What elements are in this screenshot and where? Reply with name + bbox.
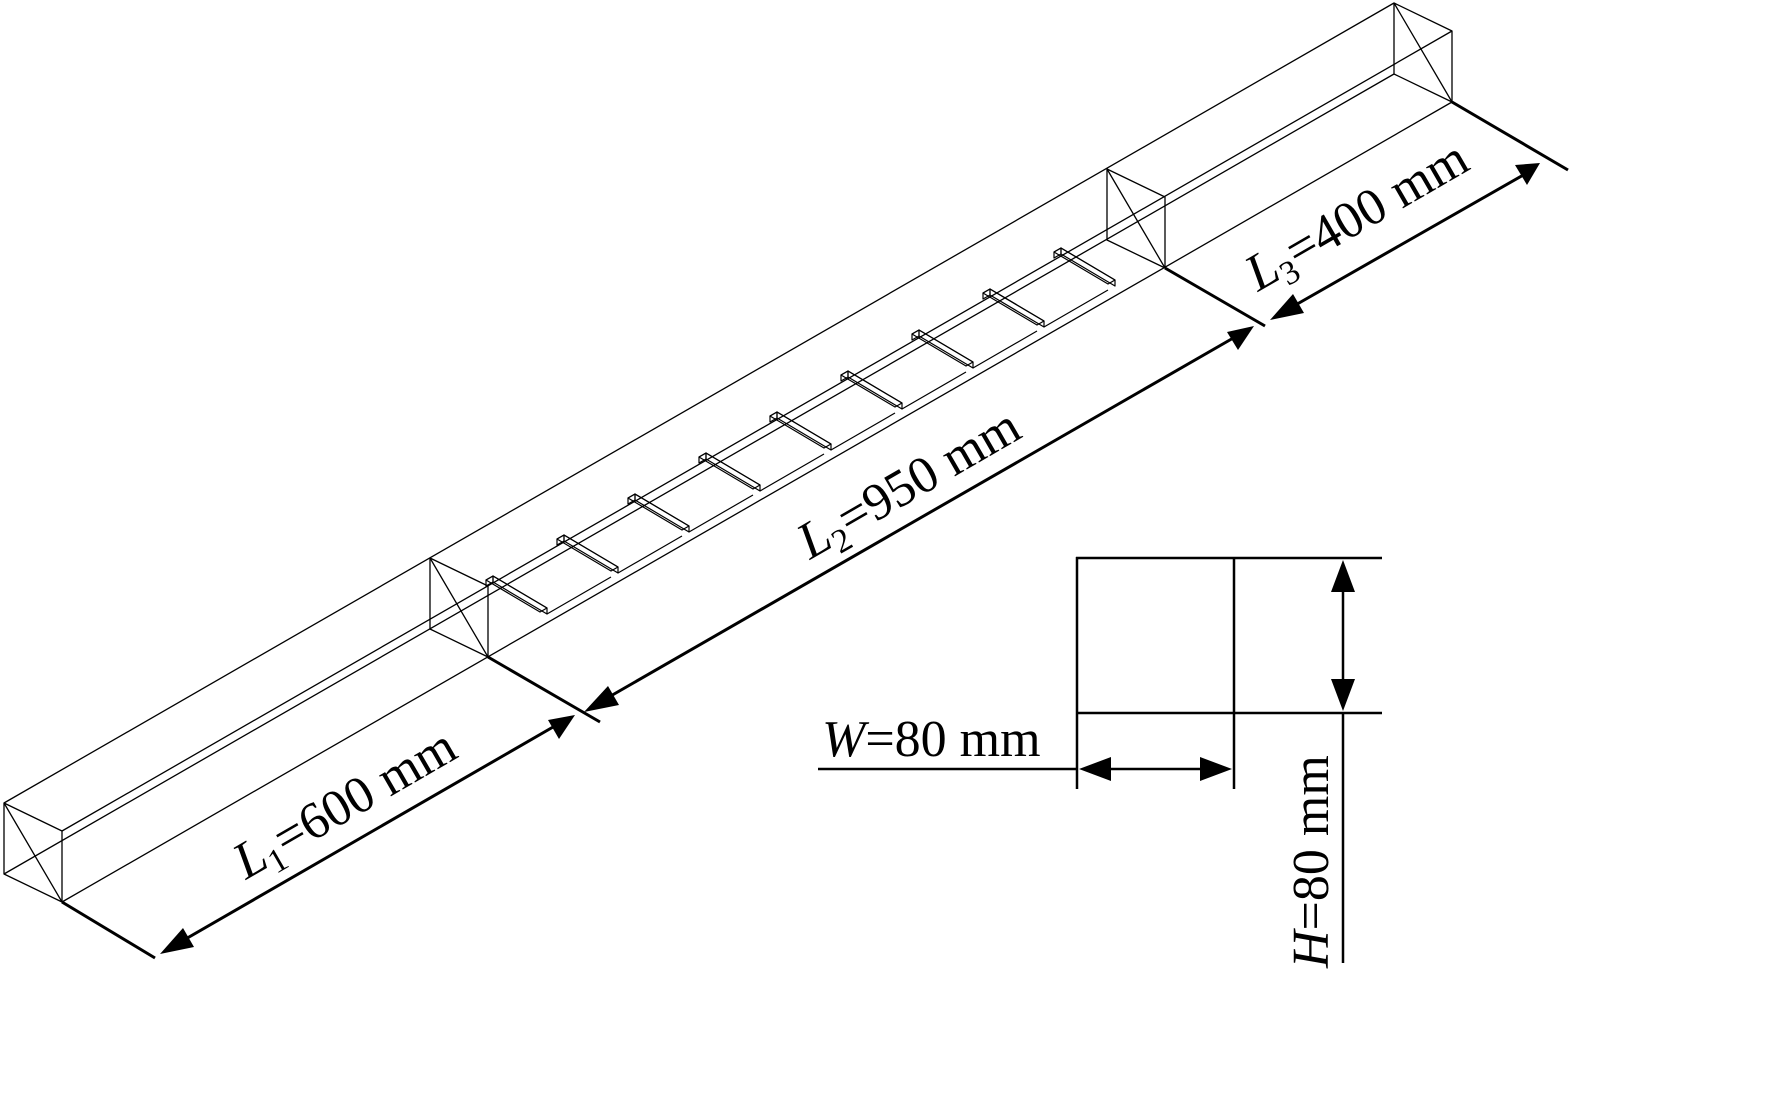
l3-extension-end bbox=[1451, 100, 1569, 172]
w-arrow-left bbox=[1079, 757, 1111, 781]
floor-rail bbox=[688, 494, 754, 533]
h-arrow-top bbox=[1331, 560, 1355, 592]
floor-rail bbox=[546, 576, 612, 615]
floor-rail bbox=[901, 371, 967, 410]
floor-rail bbox=[617, 535, 683, 574]
rib-front-face bbox=[1060, 247, 1116, 287]
rib-top-face bbox=[1053, 247, 1116, 285]
rib-front-face bbox=[847, 370, 903, 410]
rib-top-face bbox=[911, 329, 974, 367]
l1-extension-start bbox=[61, 900, 156, 960]
l2-label: L2=950 mm bbox=[787, 397, 1033, 576]
edge-top-front bbox=[61, 30, 1453, 832]
l3-arrow-end bbox=[1515, 163, 1540, 185]
floor-rail bbox=[830, 412, 896, 451]
l2-arrow-end bbox=[1227, 326, 1254, 350]
edge-top-back bbox=[3, 2, 1395, 804]
height-label: H=80 mm bbox=[1283, 755, 1340, 969]
rib-front-face bbox=[563, 534, 619, 574]
edge-bottom-front bbox=[61, 101, 1453, 903]
rib-top-face bbox=[982, 288, 1045, 326]
l2-dimension-line bbox=[594, 335, 1236, 707]
l2-extension-end bbox=[1164, 266, 1266, 328]
edge-bottom-back bbox=[3, 73, 1395, 875]
rib-top-face bbox=[769, 411, 832, 449]
dimension-lines bbox=[61, 100, 1569, 960]
section-frame-2-diagonal bbox=[1106, 168, 1166, 269]
rib bbox=[911, 329, 974, 369]
inlet-face-diagonal bbox=[3, 802, 63, 903]
rib bbox=[982, 288, 1045, 328]
l2-arrow-start bbox=[584, 686, 619, 712]
l1-dimension-line bbox=[169, 721, 561, 950]
rib-front-face bbox=[989, 288, 1045, 328]
rib-front-face bbox=[705, 452, 761, 492]
floor-rail bbox=[972, 330, 1038, 369]
l1-arrow-end bbox=[548, 715, 575, 739]
l3-dimension-line bbox=[1284, 172, 1526, 313]
l1-label: L1=600 mm bbox=[223, 717, 469, 896]
floor-rail bbox=[1043, 289, 1109, 328]
rib-front-face bbox=[776, 411, 832, 451]
rib bbox=[1053, 247, 1116, 287]
rib-front-face bbox=[918, 329, 974, 369]
section-frame-1-diagonal bbox=[429, 557, 489, 658]
outlet-face-diagonal bbox=[1393, 2, 1453, 103]
duct-wireframe bbox=[3, 2, 1453, 903]
rib-front-face bbox=[492, 575, 548, 615]
l3-arrow-start bbox=[1270, 294, 1304, 320]
rib-top-face bbox=[840, 370, 903, 408]
floor-rail bbox=[759, 453, 825, 492]
width-label: W=80 mm bbox=[822, 711, 1041, 768]
cross-section-inset bbox=[818, 556, 1382, 963]
rib-group bbox=[485, 247, 1116, 615]
w-arrow-right bbox=[1200, 757, 1232, 781]
l1-extension-end bbox=[487, 655, 601, 724]
rib-front-face bbox=[634, 493, 690, 533]
l1-arrow-start bbox=[160, 928, 194, 954]
h-arrow-bottom bbox=[1331, 679, 1355, 711]
